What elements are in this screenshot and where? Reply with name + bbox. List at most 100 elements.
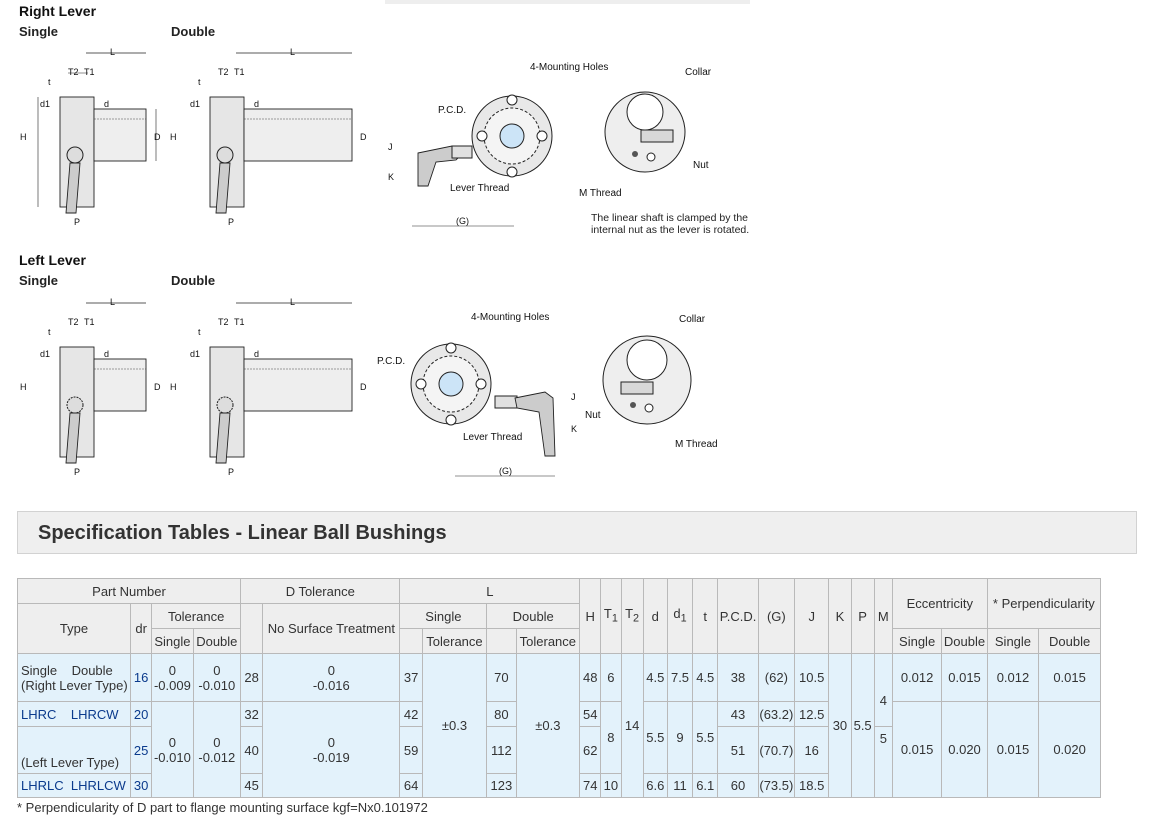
dim-L: L	[290, 297, 295, 307]
drawing-right-single: L T2 T1 t d1 d H D P	[18, 45, 168, 235]
dim-T1: T1	[84, 67, 95, 77]
label-collar: Collar	[679, 314, 706, 325]
dim-J: J	[388, 142, 393, 152]
th-ecc-single: Single	[891, 628, 943, 654]
dim-t: t	[198, 77, 201, 87]
th-L-single: Single	[399, 603, 488, 629]
dim-H: H	[20, 132, 27, 142]
table-row: LHRLC LHRLCW 30 45 64 123 74 10 6.6 11 6…	[16, 773, 1101, 798]
label-nut: Nut	[585, 410, 601, 421]
label-lever-thread: Lever Thread	[450, 183, 509, 194]
label-mounting-holes: 4-Mounting Holes	[530, 62, 608, 73]
table-row: Single Double (Right Lever Type) 16 0-0.…	[16, 653, 1101, 798]
dim-K: K	[388, 172, 394, 182]
th-pcd: P.C.D.	[717, 578, 759, 654]
th-d: d	[642, 578, 668, 654]
dim-P: P	[228, 217, 234, 227]
th-L-double-blank	[486, 628, 517, 654]
dim-L: L	[290, 47, 295, 57]
th-eccentricity: Eccentricity	[891, 578, 988, 629]
th-perp-double: Double	[1038, 628, 1101, 654]
dim-H: H	[170, 132, 177, 142]
dim-L: L	[110, 297, 115, 307]
type-cell-right: Single Double (Right Lever Type)	[16, 653, 132, 702]
dim-P: P	[228, 467, 234, 477]
right-single-label: Single	[19, 24, 59, 39]
label-mounting-holes: 4-Mounting Holes	[471, 312, 549, 323]
left-lever-heading: Left Lever	[19, 252, 86, 268]
right-double-label: Double	[171, 24, 216, 39]
dim-H: H	[20, 382, 27, 392]
dim-H: H	[170, 382, 177, 392]
dim-D: D	[154, 132, 161, 142]
dim-T1: T1	[84, 317, 95, 327]
dim-G: (G)	[499, 466, 512, 476]
label-pcd: P.C.D.	[377, 356, 405, 367]
dim-P: P	[74, 467, 80, 477]
dim-L: L	[110, 47, 115, 57]
right-lever-heading: Right Lever	[19, 3, 97, 19]
dim-d: d	[254, 349, 259, 359]
dim-d1: d1	[190, 99, 200, 109]
dim-d: d	[254, 99, 259, 109]
th-d1: d1	[666, 578, 694, 654]
th-L-double: Double	[486, 603, 581, 629]
dim-D: D	[154, 382, 161, 392]
th-no-surface: No Surface Treatment	[262, 603, 401, 654]
clamp-note: The linear shaft is clamped by the inter…	[591, 212, 750, 236]
dim-T1: T1	[234, 67, 245, 77]
label-m-thread: M Thread	[579, 188, 622, 199]
dim-T2: T2	[218, 67, 229, 77]
drawing-right-double: L T2 T1 t d1 d H D P	[168, 45, 378, 235]
drawing-left-front: 4-Mounting Holes P.C.D. Lever Thread J K…	[375, 308, 585, 483]
dim-t: t	[198, 327, 201, 337]
drawing-left-section: Collar Nut M Thread	[575, 310, 725, 455]
label-nut: Nut	[693, 160, 709, 171]
th-H: H	[579, 578, 602, 654]
label-lever-thread: Lever Thread	[463, 432, 522, 443]
dim-d: d	[104, 99, 109, 109]
dim-T2: T2	[218, 317, 229, 327]
dim-d1: d1	[40, 99, 50, 109]
dim-T2: T2	[68, 317, 79, 327]
th-tol-double: Double	[192, 628, 242, 654]
dim-D: D	[360, 382, 367, 392]
part-left[interactable]: LHRLC LHRLCW	[16, 773, 132, 798]
dim-d1: d1	[40, 349, 50, 359]
th-d-tolerance: D Tolerance	[240, 578, 401, 604]
th-T2: T2	[620, 578, 644, 654]
dim-t: t	[48, 77, 51, 87]
th-M: M	[873, 578, 893, 654]
th-part-number: Part Number	[16, 578, 242, 604]
th-perp-single: Single	[986, 628, 1040, 654]
th-perpendicularity: * Perpendicularity	[986, 578, 1102, 629]
dim-G: (G)	[456, 216, 469, 226]
th-tol-single: Single	[151, 628, 194, 654]
th-J: J	[794, 578, 830, 654]
th-G: (G)	[757, 578, 796, 654]
dim-J: J	[571, 392, 576, 402]
footnote: * Perpendicularity of D part to flange m…	[17, 800, 428, 815]
spec-title: Specification Tables - Linear Ball Bushi…	[38, 522, 447, 544]
left-double-label: Double	[171, 273, 216, 288]
drawing-left-single: L T2 T1 t d1 d H D P	[18, 295, 168, 485]
dim-d1: d1	[190, 349, 200, 359]
th-dr: dr	[130, 603, 153, 654]
dim-K: K	[571, 424, 577, 434]
th-L-double-tol: Tolerance	[515, 628, 581, 654]
spec-table-header: Specification Tables - Linear Ball Bushi…	[17, 511, 1137, 554]
th-type: Type	[16, 603, 132, 654]
label-m-thread: M Thread	[675, 439, 718, 450]
part-right[interactable]: LHRC LHRCW	[16, 701, 132, 727]
th-T1: T1	[600, 578, 622, 654]
spec-table: Part Number D Tolerance L H T1 T2 d d1 t…	[16, 578, 1102, 798]
th-L-single-tol: Tolerance	[421, 628, 488, 654]
dim-T1: T1	[234, 317, 245, 327]
th-D	[240, 603, 264, 654]
label-collar: Collar	[685, 67, 712, 78]
left-single-label: Single	[19, 273, 59, 288]
dim-t: t	[48, 327, 51, 337]
th-P: P	[850, 578, 875, 654]
th-ecc-double: Double	[941, 628, 988, 654]
th-t: t	[692, 578, 719, 654]
